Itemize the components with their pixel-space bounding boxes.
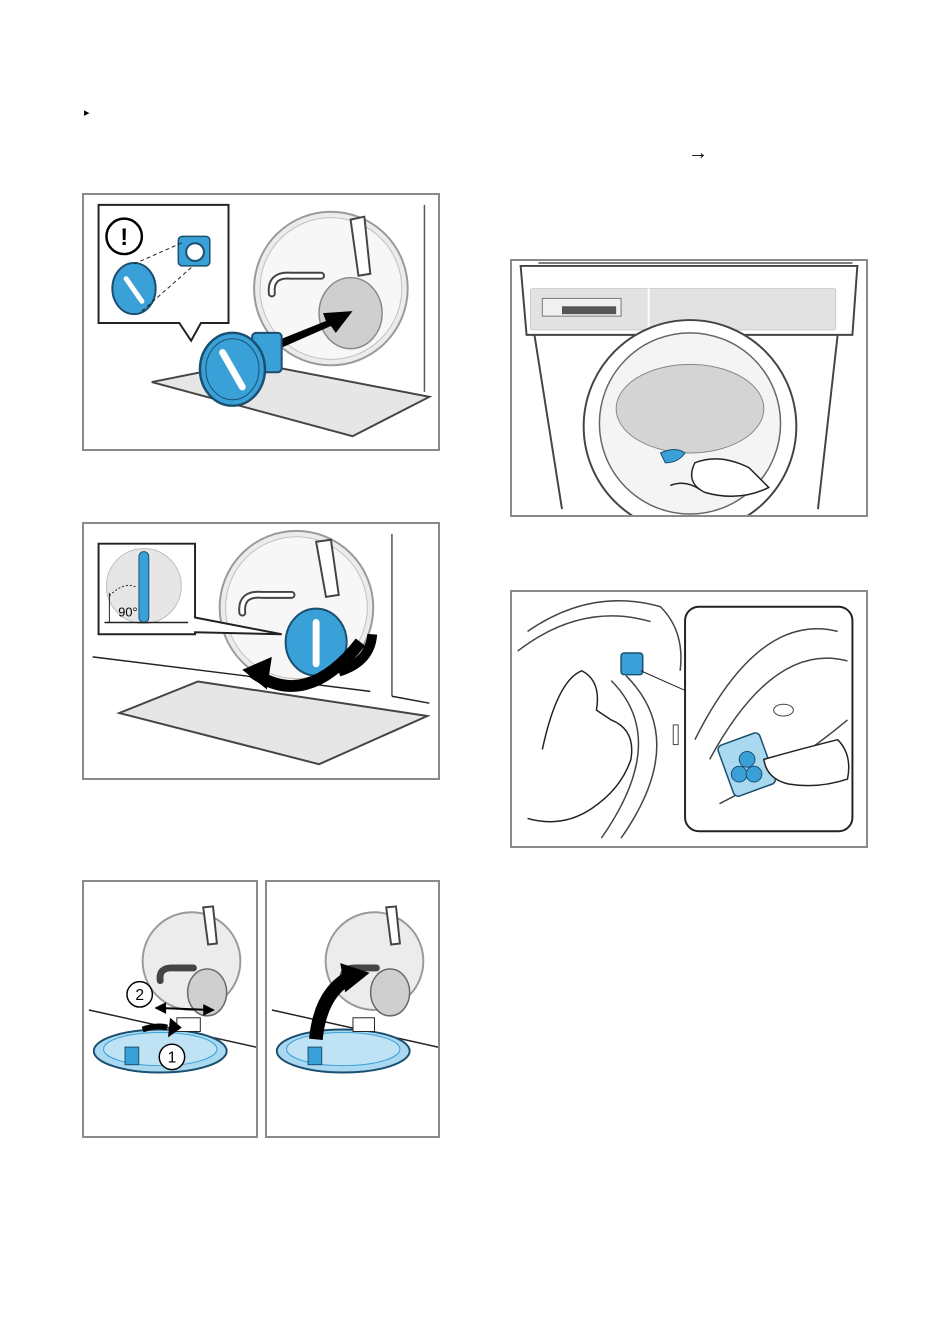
right-arrow-icon: → (688, 143, 708, 163)
drum-door-seal-drawing (512, 261, 866, 515)
step-1-label: 1 (168, 1050, 177, 1067)
warning-icon: ! (120, 225, 128, 251)
door-seal-clip-drawing (512, 592, 866, 846)
triangle-right-bullet-icon: ▸ (84, 108, 90, 119)
rotate-pump-cap-drawing: 90° (84, 524, 438, 778)
rotate-pump-cap-illustration: 90° (82, 522, 440, 780)
door-seal-clip-illustration (510, 590, 868, 848)
insert-pump-cap-illustration: ! (82, 193, 440, 451)
service-flap-hooks-illustration: 2 1 (82, 880, 258, 1138)
step-2-label: 2 (135, 987, 144, 1004)
insert-pump-cap-drawing: ! (84, 195, 438, 449)
service-flap-hooks-drawing: 2 1 (84, 882, 256, 1136)
angle-label: 90° (118, 605, 137, 620)
drum-door-seal-illustration (510, 259, 868, 517)
close-service-flap-drawing (267, 882, 438, 1136)
close-service-flap-illustration (265, 880, 440, 1138)
